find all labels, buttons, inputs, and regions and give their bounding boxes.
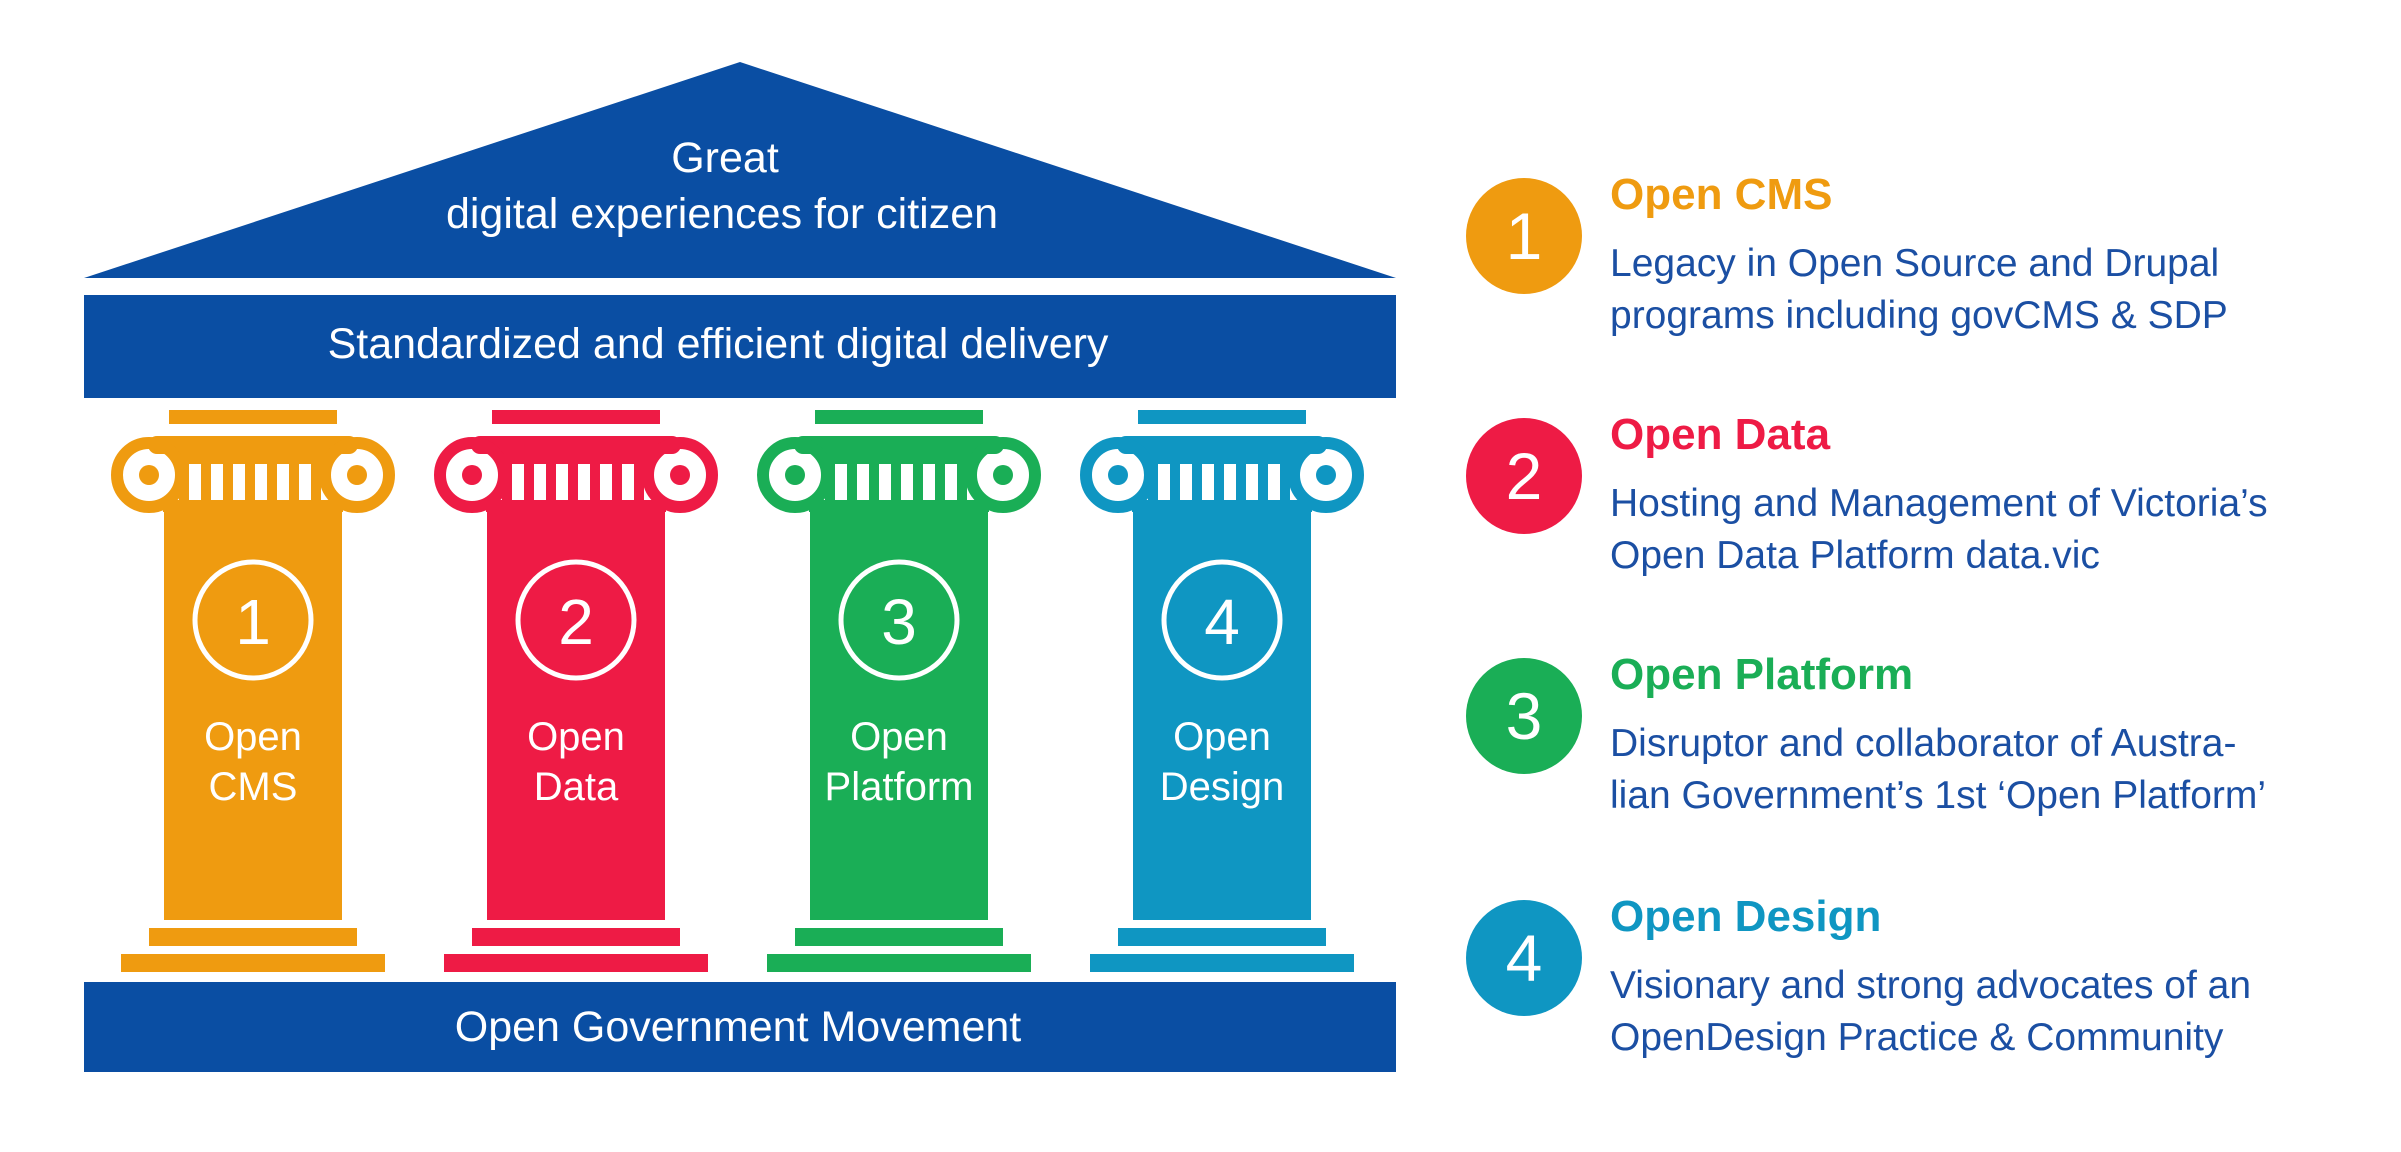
legend-title: Open Design [1610, 892, 1882, 941]
legend-title: Open CMS [1610, 170, 1833, 219]
pillar-base-step-2 [1090, 954, 1354, 972]
legend-number-circle: 1 [1466, 178, 1582, 294]
legend-title: Open Platform [1610, 650, 1914, 699]
pillar-capital [111, 436, 395, 513]
legend-description-line-1: Disruptor and collaborator of Austra- [1610, 722, 2237, 765]
pillar-label-line-1: Open [527, 715, 625, 759]
legend-description: Visionary and strong advocates of an Open… [1610, 960, 2251, 1064]
pillar-capital [1080, 436, 1364, 513]
legend-description-line-2: OpenDesign Practice & Community [1610, 1016, 2224, 1059]
base-text: Open Government Movement [455, 1003, 1021, 1051]
beam-text: Standardized and efficient digital deliv… [328, 320, 1109, 368]
roof-title-line-1: Great [671, 134, 779, 182]
legend-number-circle: 2 [1466, 418, 1582, 534]
pillar-capital [434, 436, 718, 513]
legend-description-line-1: Legacy in Open Source and Drupal [1610, 242, 2220, 285]
pillar-number-circle [838, 559, 960, 681]
legend-description-line-2: Open Data Platform data.vic [1610, 534, 2100, 577]
pillar-top-bar [169, 410, 337, 424]
base [84, 982, 1396, 1072]
pillar-base-step-1 [149, 928, 357, 946]
legend-item-1: 1 Open CMS Legacy in Open Source and Drupa… [1466, 170, 2386, 378]
pillar-number-circle [1161, 559, 1283, 681]
beam [84, 295, 1396, 398]
temple-diagram: Great digital experiences for citizen St… [84, 62, 1396, 1072]
pillar-base-step-2 [121, 954, 385, 972]
pillar-label-line-2: CMS [209, 765, 298, 809]
pillar-top-bar [1138, 410, 1306, 424]
pillar-base-step-1 [472, 928, 680, 946]
legend-number-circle: 3 [1466, 658, 1582, 774]
roof-title-line-2: digital experiences for citizen [446, 190, 998, 238]
pillar-number: 2 [558, 586, 594, 658]
pillar-label-line-2: Design [1160, 765, 1285, 809]
pillar-capital [757, 436, 1041, 513]
legend-description: Disruptor and collaborator of Austra-lia… [1610, 718, 2266, 822]
pillar-number: 3 [881, 586, 917, 658]
pillar-base-step-1 [795, 928, 1003, 946]
pillar-base-step-1 [1118, 928, 1326, 946]
pillar-number: 1 [235, 586, 271, 658]
pillar-label-line-1: Open [850, 715, 948, 759]
pillar-shaft [487, 512, 665, 920]
legend-description: Legacy in Open Source and Drupal programs… [1610, 238, 2228, 342]
legend-description-line-2: programs including govCMS & SDP [1610, 294, 2228, 337]
legend-description-line-2: lian Government’s 1st ‘Open Platform’ [1610, 774, 2267, 817]
pillar-number: 4 [1204, 586, 1240, 658]
pillar-label-line-2: Data [534, 765, 619, 809]
pillar-top-bar [815, 410, 983, 424]
legend-title: Open Data [1610, 410, 1831, 459]
pillar-label-line-2: Platform [825, 765, 974, 809]
pillar-number-circle [192, 559, 314, 681]
legend-description-line-1: Hosting and Management of Victoria’s [1610, 482, 2268, 525]
pillar-label-line-1: Open [204, 715, 302, 759]
pillars: 1OpenCMS2OpenData3OpenPlatform4OpenDesig… [111, 410, 1364, 972]
pillar-base-step-2 [767, 954, 1031, 972]
pillar-base-step-2 [444, 954, 708, 972]
pillar-shaft [810, 512, 988, 920]
pillar-shaft [164, 512, 342, 920]
legend-description-line-1: Visionary and strong advocates of an [1610, 964, 2252, 1007]
pillar-shaft [1133, 512, 1311, 920]
pillar-label-line-1: Open [1173, 715, 1271, 759]
roof [84, 62, 1396, 278]
pillar-top-bar [492, 410, 660, 424]
legend-number-circle: 4 [1466, 900, 1582, 1016]
pillar-number-circle [515, 559, 637, 681]
